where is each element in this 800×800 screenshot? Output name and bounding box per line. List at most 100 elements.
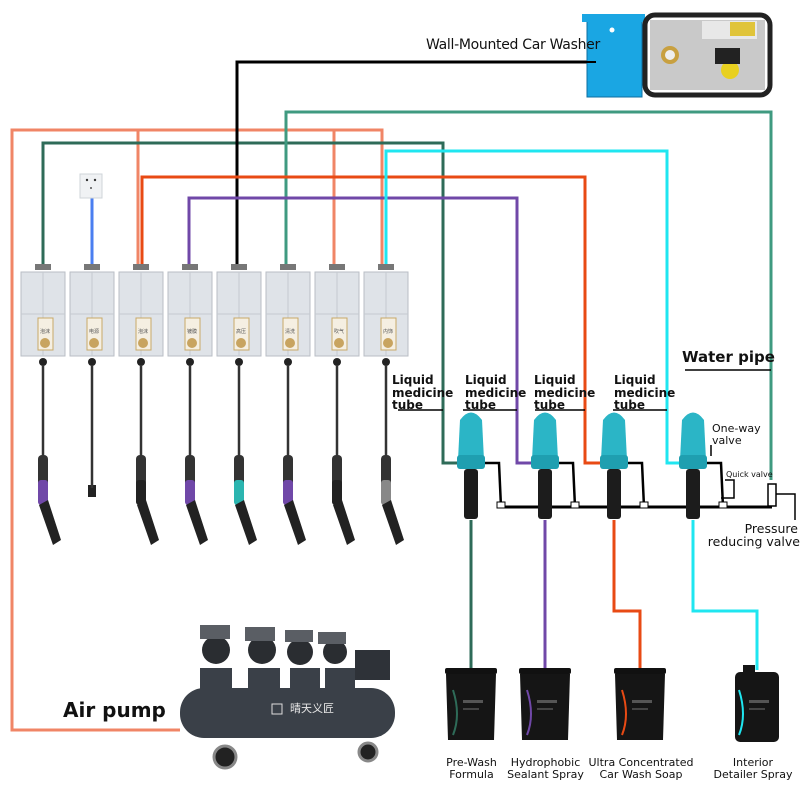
liquid-tube-line: Liquid (465, 373, 507, 387)
liquid-tube-label-1: Liquid medicine tube (392, 374, 453, 412)
pipe-dark-green (41, 141, 468, 465)
box-gauge (138, 338, 148, 348)
dosing-dispenser-row (457, 412, 728, 519)
box-connector (231, 264, 247, 270)
hose-reel (382, 358, 390, 366)
pressure-reducing-valve-label: Pressure reducing valve (703, 522, 800, 548)
liquid-tube-label-3: Liquid medicine tube (534, 374, 595, 412)
product-label-line: Hydrophobic (510, 756, 581, 769)
product-text-line (749, 708, 765, 710)
bucket-lid (519, 668, 571, 674)
box-tag-text: 吹气 (334, 328, 344, 335)
water-pipe-label: Water pipe (682, 348, 775, 366)
box-tag-text: 清洗 (285, 328, 295, 335)
product-accent (526, 689, 532, 736)
gun-nozzle (39, 500, 61, 545)
liquid-tube-line: Liquid (534, 373, 576, 387)
control-box: 泡沫 (20, 264, 66, 366)
liquid-tube-line: medicine (465, 385, 527, 400)
product-row (445, 665, 779, 742)
spray-gun (136, 366, 159, 545)
hose-reel (333, 358, 341, 366)
bucket-body (446, 674, 496, 740)
gun-handle (381, 480, 391, 505)
product-text-line (463, 700, 483, 703)
control-box: 电源 (69, 264, 115, 366)
pressure-reducing-valve (767, 483, 777, 507)
liquid-tube-line: Liquid (614, 373, 656, 387)
product-label-2: Hydrophobic Sealant Spray (503, 757, 588, 780)
label-leaders (398, 369, 771, 499)
hose-reel (39, 358, 47, 366)
control-box: 泡沫 (118, 264, 164, 366)
box-gauge (40, 338, 50, 348)
gun-handle (283, 480, 293, 505)
hose-reel (137, 358, 145, 366)
car-washer-machine (582, 12, 773, 98)
product-label-line: Sealant Spray (507, 767, 584, 781)
product-label-1: Pre-Wash Formula (434, 757, 509, 780)
dosing-dispenser (531, 412, 580, 519)
hose-reel (284, 358, 292, 366)
car-washer-label: Wall-Mounted Car Washer (426, 37, 600, 53)
product-text-line (632, 708, 648, 710)
box-connector (133, 264, 149, 270)
dispenser-body (601, 412, 627, 460)
one-way-valve-label: One-way valve (712, 423, 761, 446)
gun-handle (332, 480, 342, 505)
pressure-valve-line: reducing valve (707, 534, 800, 550)
product-label-line: Pre-Wash (446, 756, 497, 769)
gun-nozzle (284, 500, 306, 545)
dispenser-collar (531, 455, 559, 469)
quick-valve (570, 501, 580, 509)
box-tag-text: 高压 (236, 328, 246, 335)
box-connector (84, 264, 100, 270)
wall-outlet (79, 173, 103, 199)
product-label-line: Interior (732, 756, 774, 769)
gun-nozzle (186, 500, 208, 545)
box-tag-text: 电源 (89, 328, 99, 335)
control-box-row: 泡沫电源泡沫镀膜高压清洗吹气内饰 (20, 264, 409, 366)
product-container (614, 668, 666, 740)
dosing-dispenser (600, 412, 649, 519)
one-way-valve-line: valve (712, 433, 742, 447)
product-text-line (537, 708, 553, 710)
liquid-tube-line: tube (534, 398, 566, 413)
hose-cap (88, 485, 96, 497)
quick-valve (639, 501, 649, 509)
gun-nozzle (333, 500, 355, 545)
air-pump-brand: 晴天义匠 (290, 702, 334, 715)
bucket-body (615, 674, 665, 740)
gun-handle (38, 480, 48, 505)
control-box: 高压 (216, 264, 262, 366)
pipe-water-teal (284, 110, 773, 480)
product-container (735, 665, 779, 742)
dosing-dispenser (679, 412, 728, 519)
air-compressor (180, 625, 395, 770)
dispenser-body (680, 412, 706, 460)
liquid-tube-line: medicine (392, 385, 454, 400)
box-tag-text: 内饰 (383, 328, 393, 335)
gun-handle (185, 480, 195, 505)
bypass-line (559, 461, 577, 508)
box-gauge (236, 338, 246, 348)
pressure-valve-leader (776, 493, 796, 520)
box-gauge (285, 338, 295, 348)
gun-nozzle (235, 500, 257, 545)
gun-handle (136, 480, 146, 505)
spray-gun (332, 366, 355, 545)
gun-handle (234, 480, 244, 505)
dispenser-body (458, 412, 484, 460)
hose-reel (235, 358, 243, 366)
jug-body (735, 672, 779, 742)
air-pump-label: Air pump (63, 698, 166, 722)
product-text-line (537, 700, 557, 703)
bucket-body (520, 674, 570, 740)
bypass-line (628, 461, 646, 508)
feed-line-4 (691, 520, 759, 670)
gun-nozzle (137, 500, 159, 545)
bypass-line (485, 461, 503, 508)
box-gauge (334, 338, 344, 348)
product-label-4: Interior Detailer Spray (706, 757, 800, 780)
